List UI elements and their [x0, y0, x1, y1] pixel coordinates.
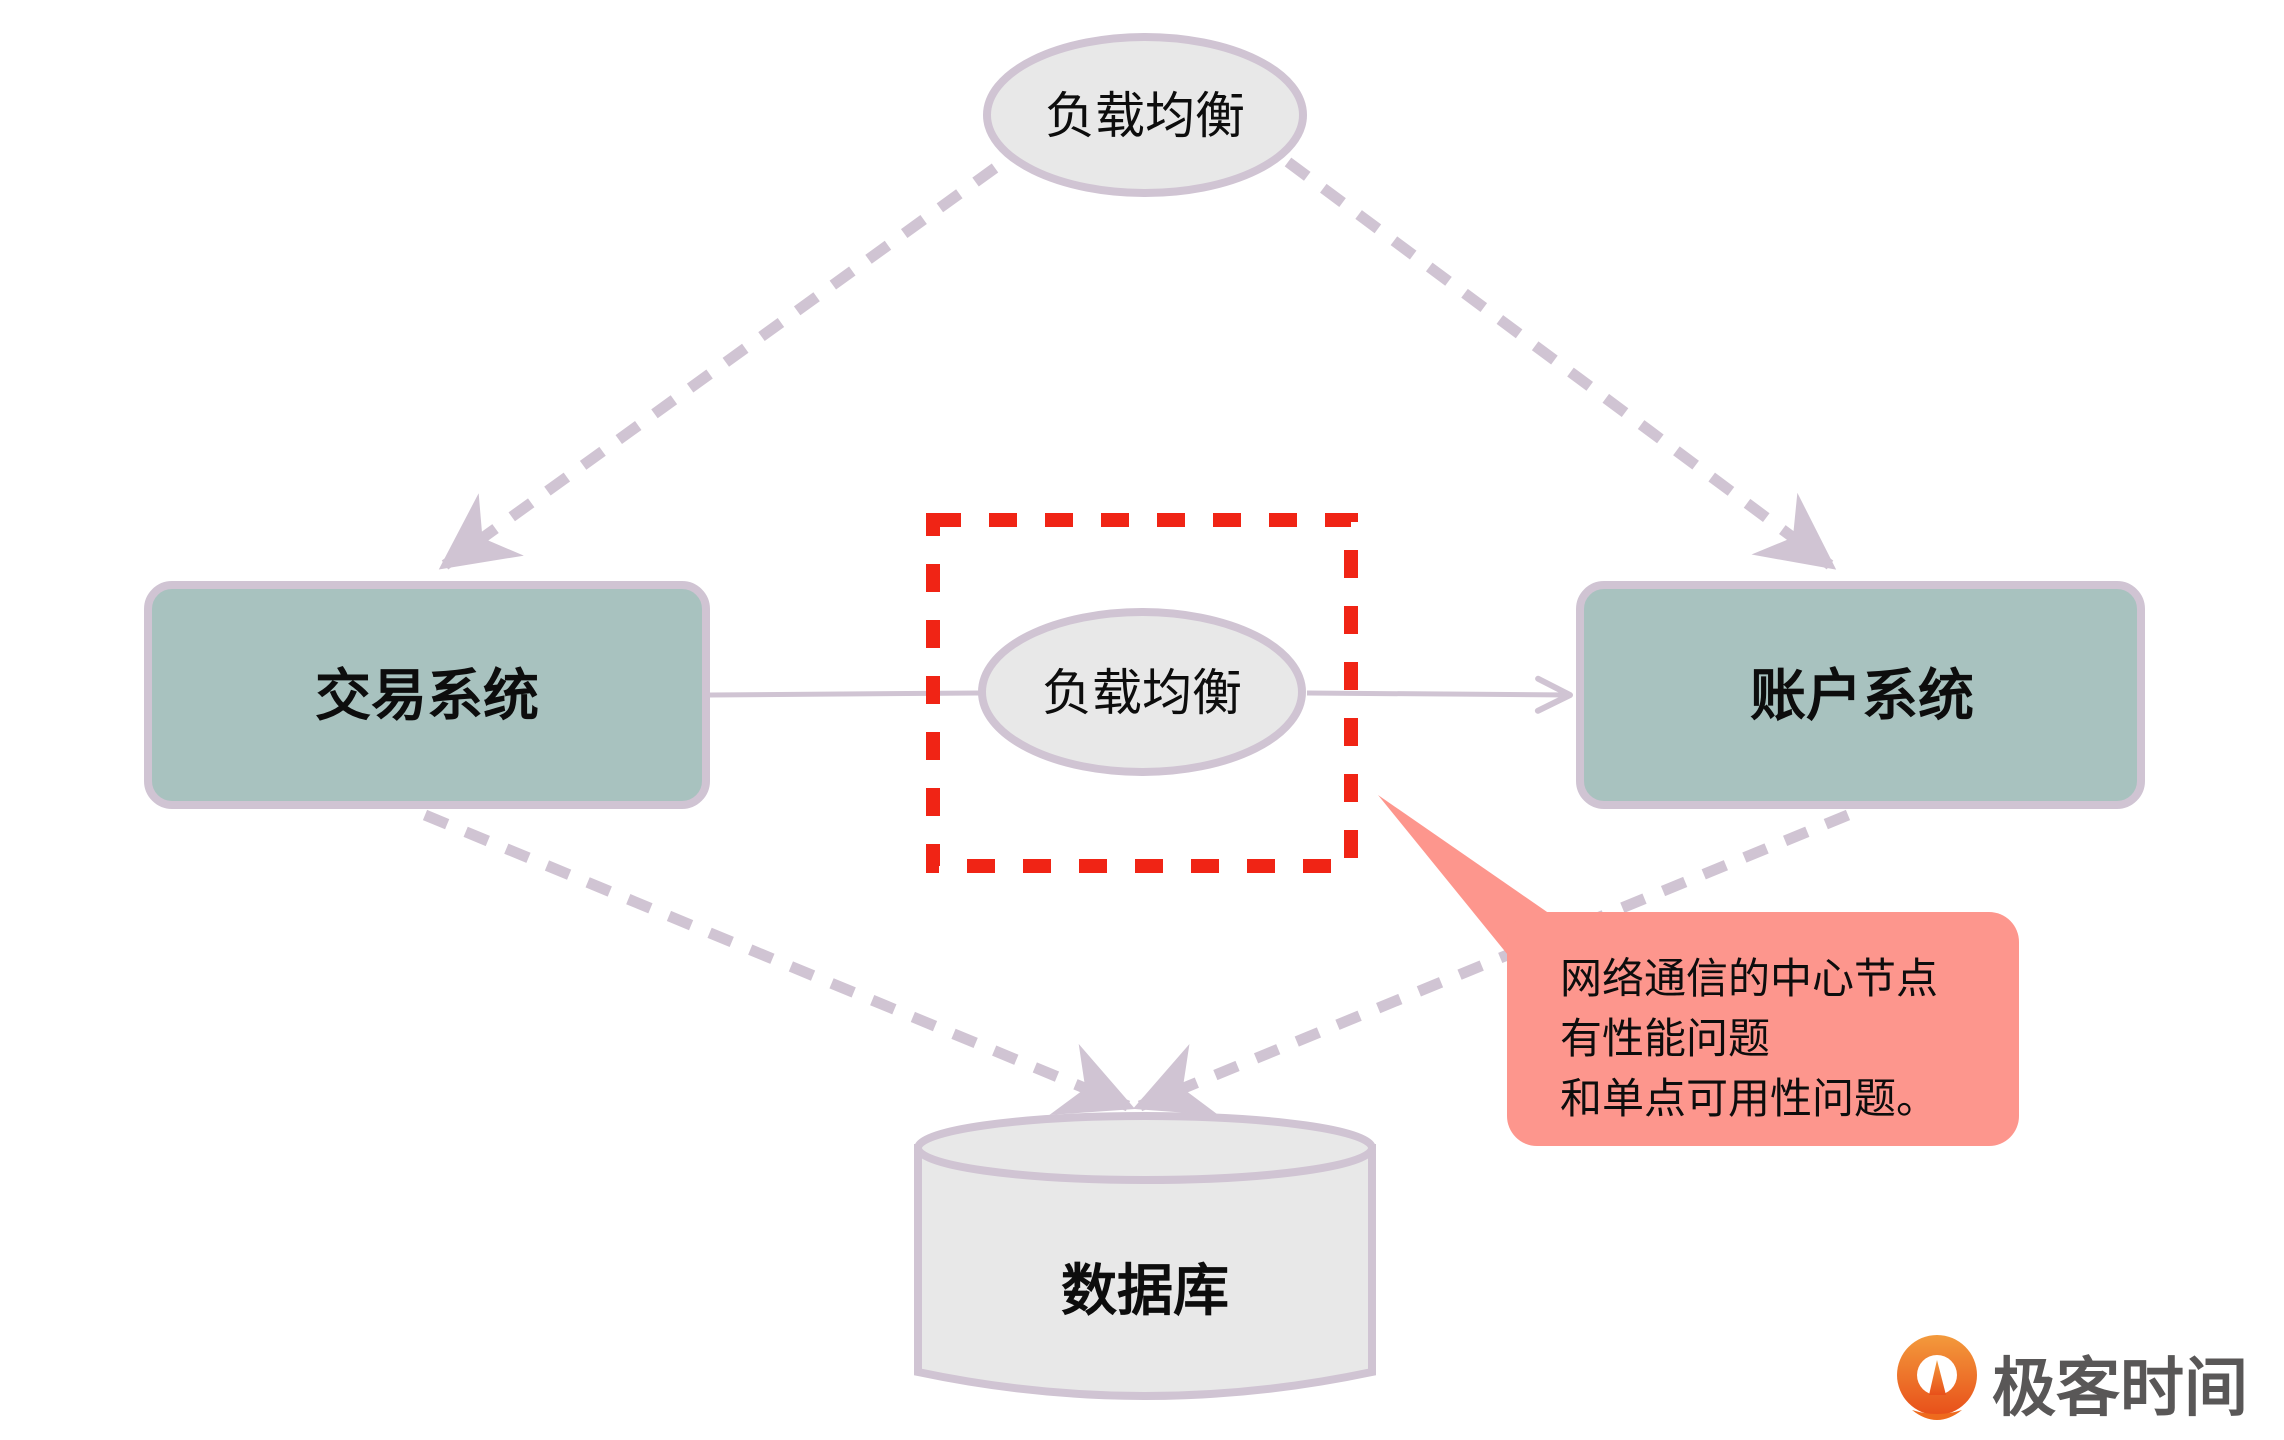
node-account-system: 账户系统 — [1576, 581, 2145, 809]
edge-top-lb-to-trade — [438, 163, 999, 570]
node-trade-system: 交易系统 — [144, 581, 710, 809]
database-label: 数据库 — [1061, 1259, 1229, 1324]
node-middle-load-balancer: 负载均衡 — [978, 608, 1306, 776]
top-load-balancer-label: 负载均衡 — [1045, 87, 1245, 145]
callout-box — [1507, 912, 2019, 1146]
edge-middle-lb-to-account — [1306, 675, 1573, 714]
account-system-label: 账户系统 — [1750, 664, 1974, 729]
trade-system-label: 交易系统 — [315, 664, 539, 729]
node-top-load-balancer: 负载均衡 — [983, 33, 1307, 197]
geektime-logo-icon — [1897, 1335, 1977, 1420]
callout-line-3: 和单点可用性问题。 — [1560, 1074, 1938, 1123]
geektime-logo: 极客时间 — [1897, 1335, 2248, 1426]
highlight-box — [926, 513, 1358, 873]
callout-tail — [1378, 795, 1550, 960]
callout: 网络通信的中心节点 有性能问题 和单点可用性问题。 — [1378, 795, 2019, 1146]
edge-trade-to-database — [422, 809, 1136, 1116]
callout-line-2: 有性能问题 — [1560, 1014, 1770, 1063]
callout-line-1: 网络通信的中心节点 — [1560, 954, 1938, 1003]
middle-load-balancer-label: 负载均衡 — [1042, 664, 1242, 722]
edge-top-lb-to-account — [1284, 157, 1837, 570]
edge-account-to-database — [1132, 809, 1851, 1116]
node-database: 数据库 — [914, 1112, 1376, 1400]
logo-text: 极客时间 — [1992, 1352, 2248, 1426]
